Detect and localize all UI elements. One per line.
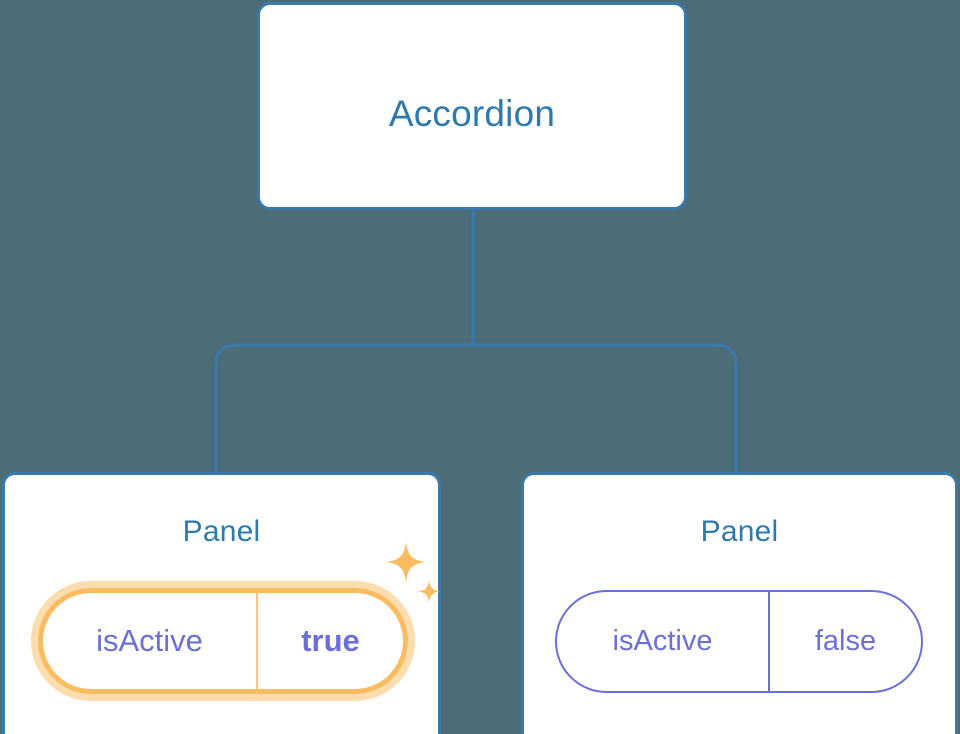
sparkle-large-icon	[386, 542, 426, 582]
node-panel-left-label: Panel	[182, 515, 261, 548]
node-panel-right-label: Panel	[700, 515, 779, 548]
prop-pill-left-inner: isActive true	[38, 588, 408, 694]
prop-pill-right[interactable]: isActive false	[555, 590, 923, 693]
sparkles-icon	[386, 542, 440, 603]
prop-pill-left-highlighted[interactable]: isActive true	[31, 581, 415, 701]
node-accordion-label: Accordion	[388, 93, 556, 134]
prop-value-right: false	[814, 625, 877, 657]
prop-key-right: isActive	[557, 592, 770, 691]
connector-branch-bar	[214, 343, 738, 472]
prop-value-left: true	[301, 623, 360, 658]
prop-key-left: isActive	[43, 593, 258, 689]
node-accordion[interactable]: Accordion	[257, 2, 687, 210]
sparkle-small-icon	[418, 580, 440, 603]
